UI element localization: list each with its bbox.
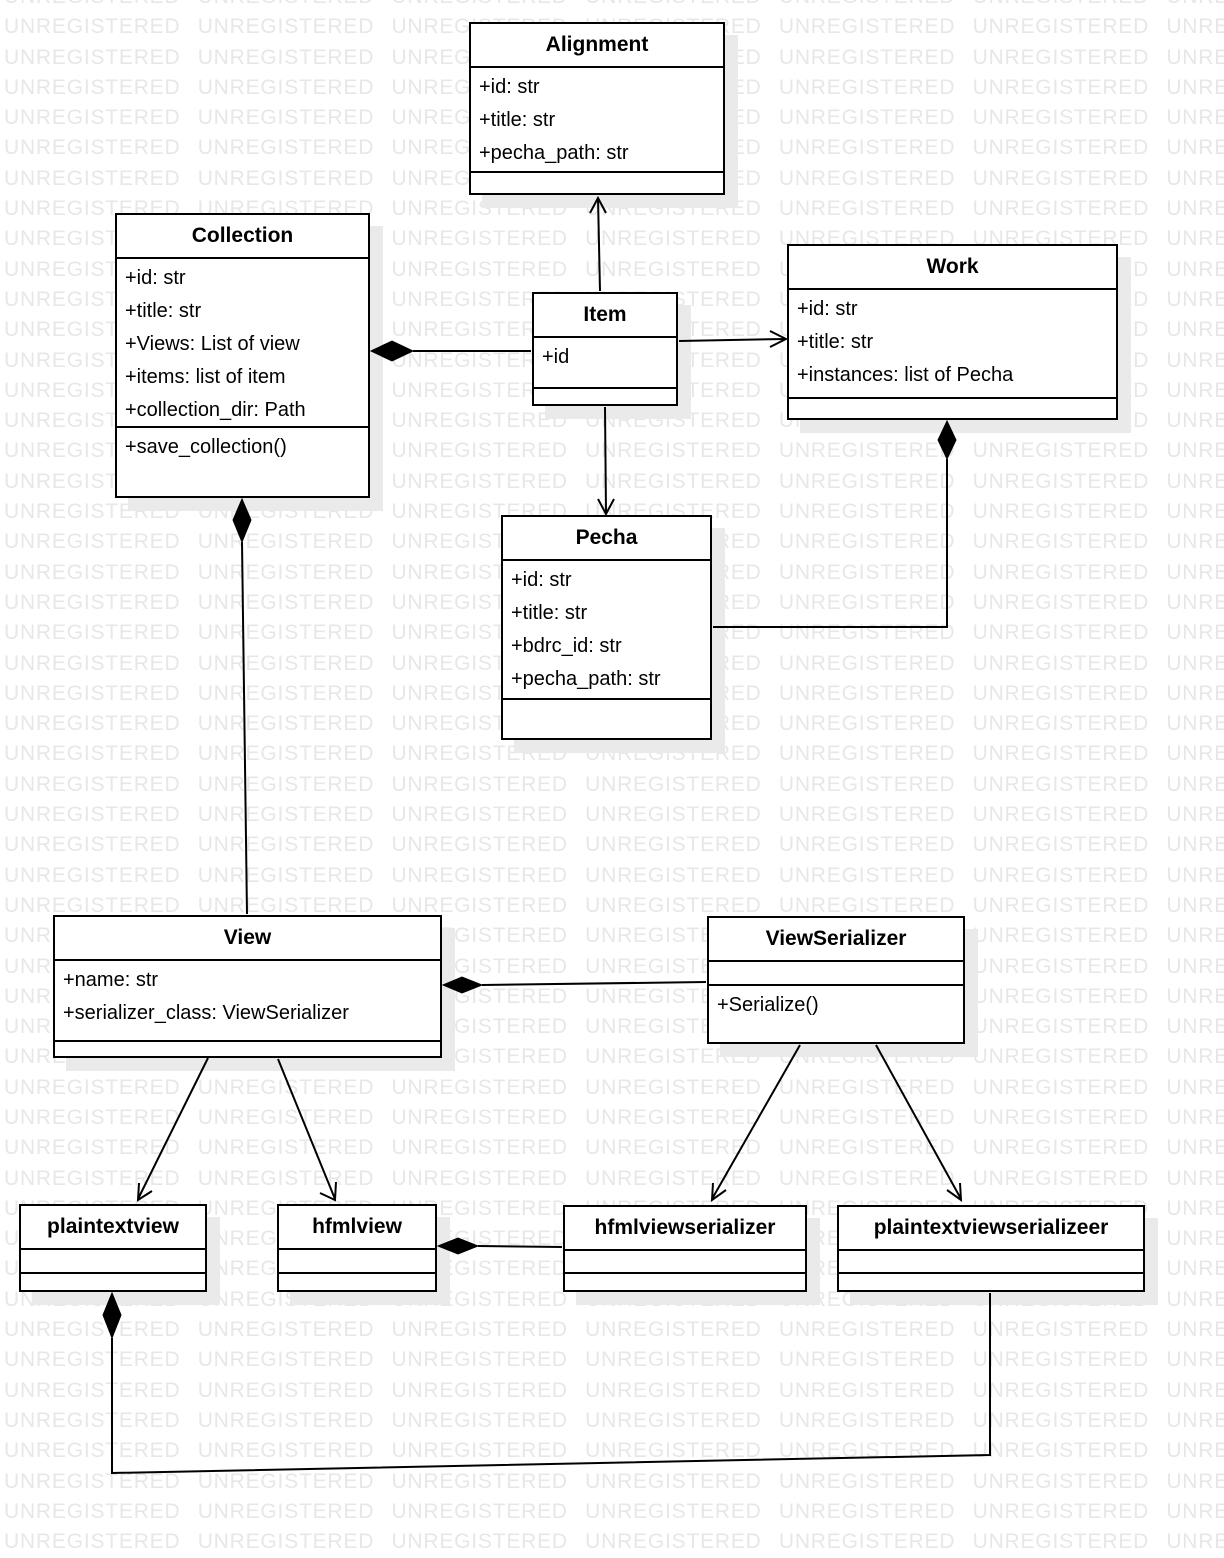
class-title: Alignment <box>471 24 723 68</box>
class-attributes: +id: str +title: str +instances: list of… <box>789 290 1116 397</box>
method: +Serialize() <box>717 994 819 1016</box>
attribute: +id: str <box>797 298 858 320</box>
connector-viewserializer-hfmlviewserializer <box>710 1044 801 1203</box>
attribute: +id <box>542 346 570 368</box>
class-methods: +save_collection() <box>117 426 368 496</box>
attribute: +title: str <box>125 300 202 322</box>
diamond-hfmlview-hfmlviewserializer <box>436 1237 480 1255</box>
class-methods <box>21 1272 205 1290</box>
attribute: +pecha_path: str <box>479 142 629 164</box>
method: +save_collection() <box>125 436 287 458</box>
class-attributes <box>21 1250 205 1272</box>
attribute: +Views: List of view <box>125 333 300 355</box>
class-title: Item <box>534 294 676 338</box>
connector-view-viewserializer <box>481 981 707 986</box>
attribute: +serializer_class: ViewSerializer <box>63 1002 349 1024</box>
class-box-alignment[interactable]: Alignment +id: str +title: str +pecha_pa… <box>469 22 725 195</box>
connector-item-alignment <box>589 195 607 292</box>
attribute: +items: list of item <box>125 366 286 388</box>
class-box-collection[interactable]: Collection +id: str +title: str +Views: … <box>115 213 370 498</box>
class-box-hfmlview[interactable]: hfmlview <box>277 1204 437 1292</box>
class-attributes: +id: str +title: str +pecha_path: str <box>471 68 723 171</box>
class-methods <box>789 397 1116 418</box>
class-methods <box>279 1272 435 1290</box>
class-box-work[interactable]: Work +id: str +title: str +instances: li… <box>787 244 1118 420</box>
class-attributes: +id: str +title: str +bdrc_id: str +pech… <box>503 561 710 698</box>
attribute: +instances: list of Pecha <box>797 364 1014 386</box>
class-title: hfmlviewserializer <box>565 1207 805 1251</box>
attribute: +title: str <box>479 109 556 131</box>
connector-hfmlview-hfmlviewserializer <box>477 1245 563 1248</box>
connector-item-pecha <box>597 406 615 517</box>
class-title: Pecha <box>503 517 710 561</box>
class-methods <box>565 1272 805 1290</box>
class-methods <box>55 1040 440 1056</box>
attribute: +id: str <box>479 76 540 98</box>
class-title: plaintextview <box>21 1206 205 1250</box>
class-box-pecha[interactable]: Pecha +id: str +title: str +bdrc_id: str… <box>501 515 712 740</box>
connector-work-pecha <box>713 459 948 628</box>
class-title: Collection <box>117 215 368 259</box>
diamond-view-viewserializer <box>441 976 484 994</box>
class-attributes: +id: str +title: str +Views: List of vie… <box>117 259 368 426</box>
connector-view-hfmlview <box>277 1058 337 1202</box>
attribute: +pecha_path: str <box>511 668 661 690</box>
class-attributes <box>565 1251 805 1272</box>
class-title: plaintextviewserializeer <box>839 1207 1143 1251</box>
class-methods <box>503 698 710 738</box>
class-attributes <box>709 962 963 984</box>
connector-collection-view <box>241 541 248 915</box>
attribute: +title: str <box>797 331 874 353</box>
class-box-viewserializer[interactable]: ViewSerializer +Serialize() <box>707 916 965 1044</box>
class-attributes <box>279 1250 435 1272</box>
class-attributes: +name: str +serializer_class: ViewSerial… <box>55 961 440 1040</box>
connector-plaintextviewserializeer-plaintextview <box>111 1293 991 1475</box>
attribute: +collection_dir: Path <box>125 399 306 421</box>
diamond-collection-view <box>232 497 252 544</box>
class-title: ViewSerializer <box>709 918 963 962</box>
connector-view-plaintextview <box>136 1057 209 1202</box>
class-methods <box>471 171 723 193</box>
diamond-work-pecha <box>937 419 957 461</box>
attribute: +name: str <box>63 969 159 991</box>
class-box-plaintextviewserializeer[interactable]: plaintextviewserializeer <box>837 1205 1145 1292</box>
attribute: +id: str <box>125 267 186 289</box>
diamond-plaintextviewserializeer-plaintextview <box>102 1291 122 1340</box>
class-methods <box>534 387 676 404</box>
class-title: Work <box>789 246 1116 290</box>
class-attributes <box>839 1251 1143 1272</box>
attribute: +id: str <box>511 569 572 591</box>
attribute: +bdrc_id: str <box>511 635 622 657</box>
class-title: View <box>55 917 440 961</box>
connector-viewserializer-plaintextviewserializeer <box>875 1044 963 1203</box>
class-title: hfmlview <box>279 1206 435 1250</box>
class-box-hfmlviewserializer[interactable]: hfmlviewserializer <box>563 1205 807 1292</box>
class-methods <box>839 1272 1143 1290</box>
class-attributes: +id <box>534 338 676 387</box>
class-box-view[interactable]: View +name: str +serializer_class: ViewS… <box>53 915 442 1058</box>
attribute: +title: str <box>511 602 588 624</box>
class-methods: +Serialize() <box>709 984 963 1042</box>
diamond-collection-item <box>369 340 415 362</box>
class-box-item[interactable]: Item +id <box>532 292 678 406</box>
connector-item-work <box>678 330 789 348</box>
class-box-plaintextview[interactable]: plaintextview <box>19 1204 207 1292</box>
